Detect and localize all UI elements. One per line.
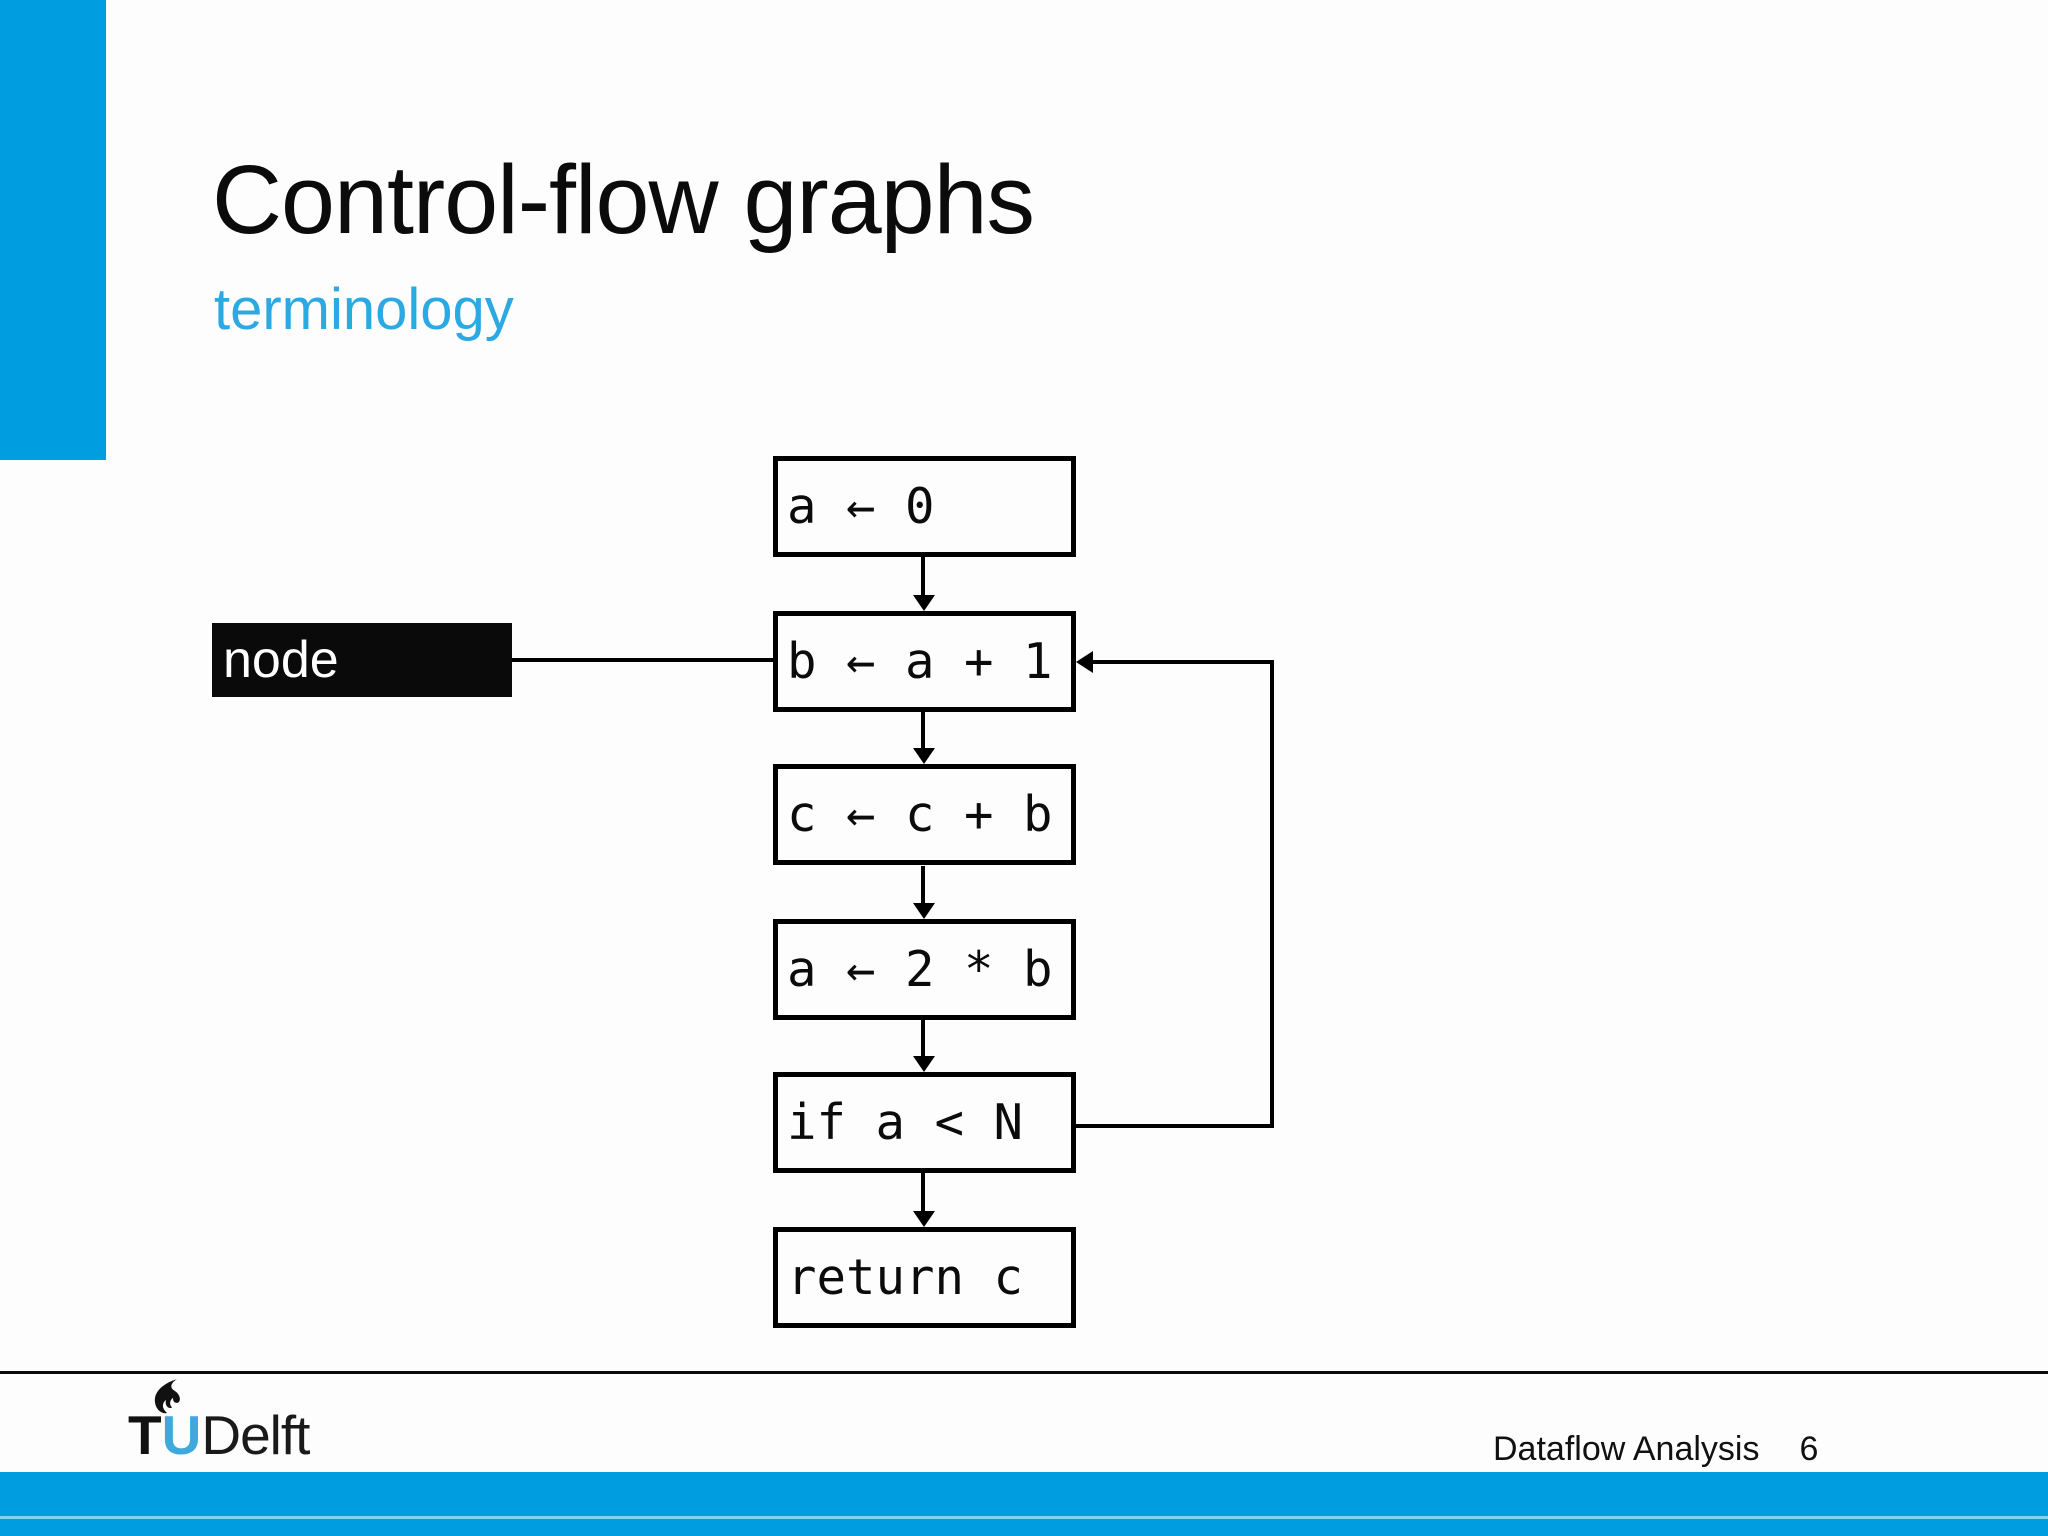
loop-back-edge-bottom xyxy=(1076,1124,1274,1128)
course-name: Dataflow Analysis xyxy=(1493,1430,1760,1468)
flow-node-return: return c xyxy=(773,1227,1076,1328)
footer-divider xyxy=(0,1371,2048,1374)
accent-bar-left xyxy=(0,0,106,460)
arrowhead-down-icon xyxy=(913,595,935,611)
tudelft-flame-icon xyxy=(154,1379,180,1414)
flow-node-a-assign-2b: a ← 2 * b xyxy=(773,919,1076,1020)
flow-node-if-condition: if a < N xyxy=(773,1072,1076,1173)
flow-node-a-assign-0: a ← 0 xyxy=(773,456,1076,557)
accent-bar-bottom xyxy=(0,1472,2048,1536)
arrowhead-down-icon xyxy=(913,748,935,764)
arrowhead-down-icon xyxy=(913,1211,935,1227)
arrowhead-left-icon xyxy=(1076,651,1093,673)
logo-delft-text: Delft xyxy=(201,1404,310,1466)
page-number: 6 xyxy=(1799,1430,1819,1468)
flow-node-b-assign: b ← a + 1 xyxy=(773,611,1076,712)
loop-back-edge-top xyxy=(1090,660,1274,664)
node-callout-label: node xyxy=(212,623,512,697)
slide-subtitle: terminology xyxy=(214,277,514,342)
footer-caption: Dataflow Analysis 6 xyxy=(1493,1430,1818,1469)
node-callout-connector xyxy=(512,658,773,662)
loop-back-edge-vertical xyxy=(1270,660,1274,1128)
accent-bar-separator xyxy=(0,1516,2048,1519)
logo-letter-u: U xyxy=(161,1404,202,1466)
slide-title: Control-flow graphs xyxy=(212,145,1035,254)
logo-letter-t: T xyxy=(128,1404,162,1466)
flow-node-c-assign: c ← c + b xyxy=(773,764,1076,865)
arrowhead-down-icon xyxy=(913,903,935,919)
arrowhead-down-icon xyxy=(913,1056,935,1072)
